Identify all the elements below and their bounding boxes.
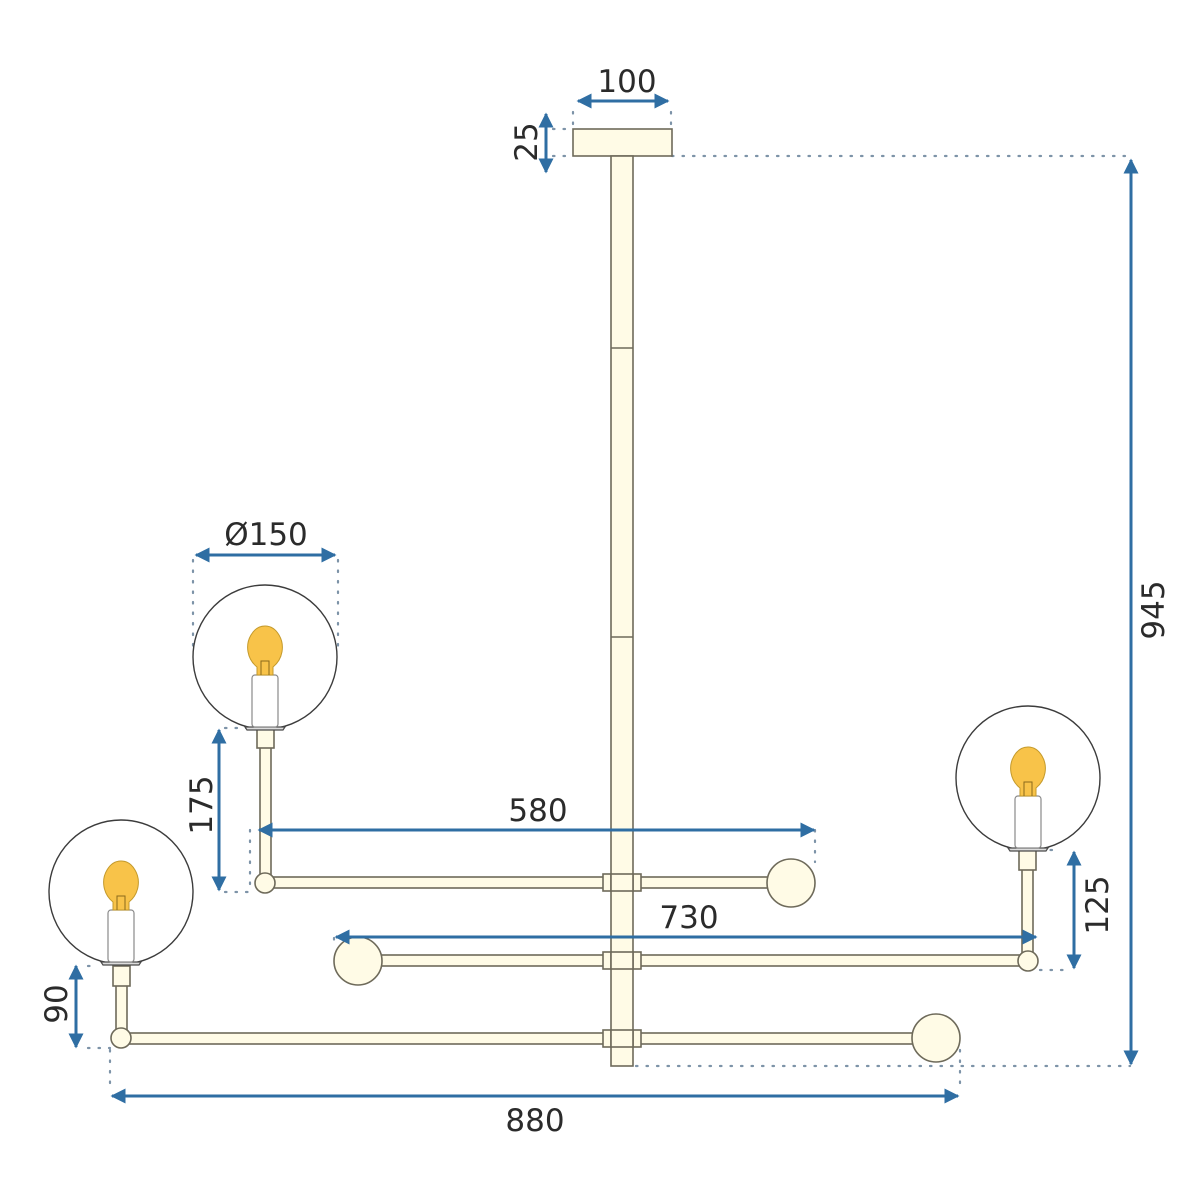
- bulb-icon: [103, 860, 139, 911]
- end-ball-icon: [333, 936, 383, 986]
- extension-lines: [86, 110, 1132, 1094]
- end-ball-icon: [254, 872, 276, 894]
- label-canopy-height: 25: [509, 122, 545, 161]
- label-lower-stem: 90: [39, 984, 75, 1023]
- label-upper-span: 580: [508, 793, 567, 829]
- label-canopy-width: 100: [597, 64, 656, 100]
- label-middle-span: 730: [659, 900, 718, 936]
- label-total-height: 945: [1136, 580, 1172, 639]
- end-ball-icon: [110, 1027, 132, 1049]
- middle-arm: [333, 849, 1039, 986]
- bulb-icon: [247, 625, 283, 676]
- upper-arm: [254, 727, 816, 908]
- end-ball-icon: [766, 858, 816, 908]
- end-ball-icon: [911, 1013, 961, 1063]
- globe-shade-icon: [192, 584, 338, 731]
- label-upper-stem: 175: [184, 775, 220, 834]
- end-ball-icon: [1017, 950, 1039, 972]
- lower-arm: [110, 965, 961, 1063]
- label-total-width: 880: [505, 1103, 564, 1139]
- ceiling-canopy: [572, 128, 673, 157]
- label-shade-diameter: Ø150: [224, 517, 308, 553]
- bulb-icon: [1010, 746, 1046, 797]
- label-middle-stem: 125: [1080, 875, 1116, 934]
- globe-shade-icon: [955, 705, 1101, 852]
- dimension-labels: 100 25 945 Ø150 175 580 730 125 90 880: [39, 64, 1172, 1139]
- globe-shade-icon: [48, 819, 194, 966]
- suspension-rod: [610, 155, 634, 1067]
- dimension-lines: [68, 93, 1139, 1104]
